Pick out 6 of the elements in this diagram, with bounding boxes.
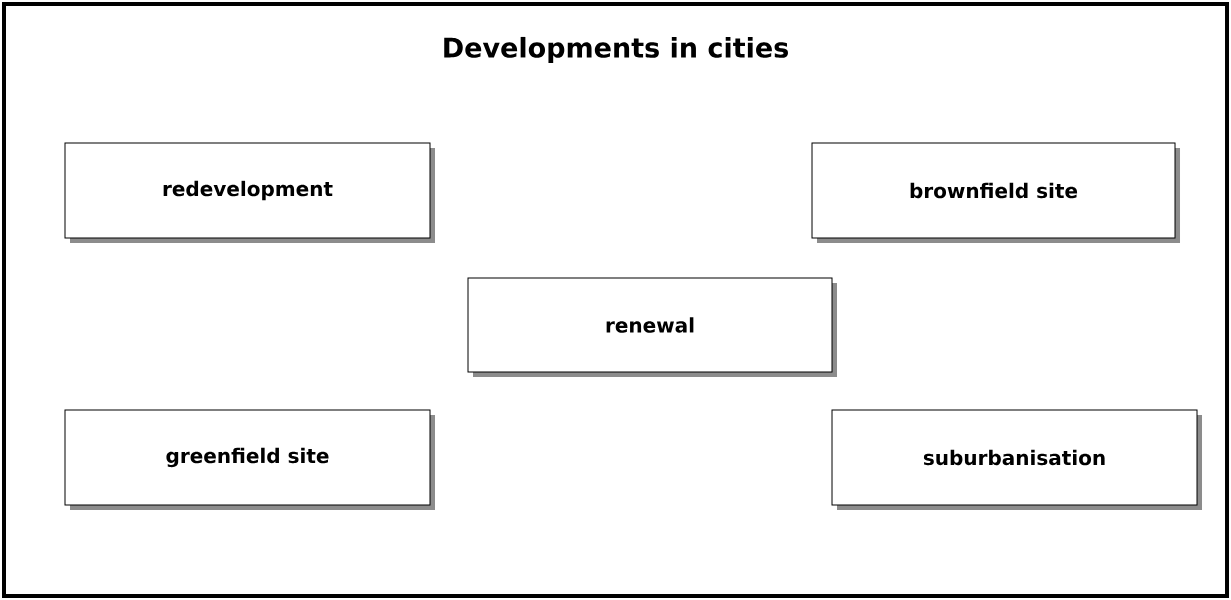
- term-box: suburbanisation: [831, 409, 1202, 510]
- term-box: redevelopment: [64, 142, 435, 243]
- term-box: brownfield site: [811, 142, 1180, 243]
- title: Developments in cities: [444, 36, 788, 64]
- term-box: greenfield site: [64, 409, 435, 510]
- term-box: renewal: [467, 277, 837, 377]
